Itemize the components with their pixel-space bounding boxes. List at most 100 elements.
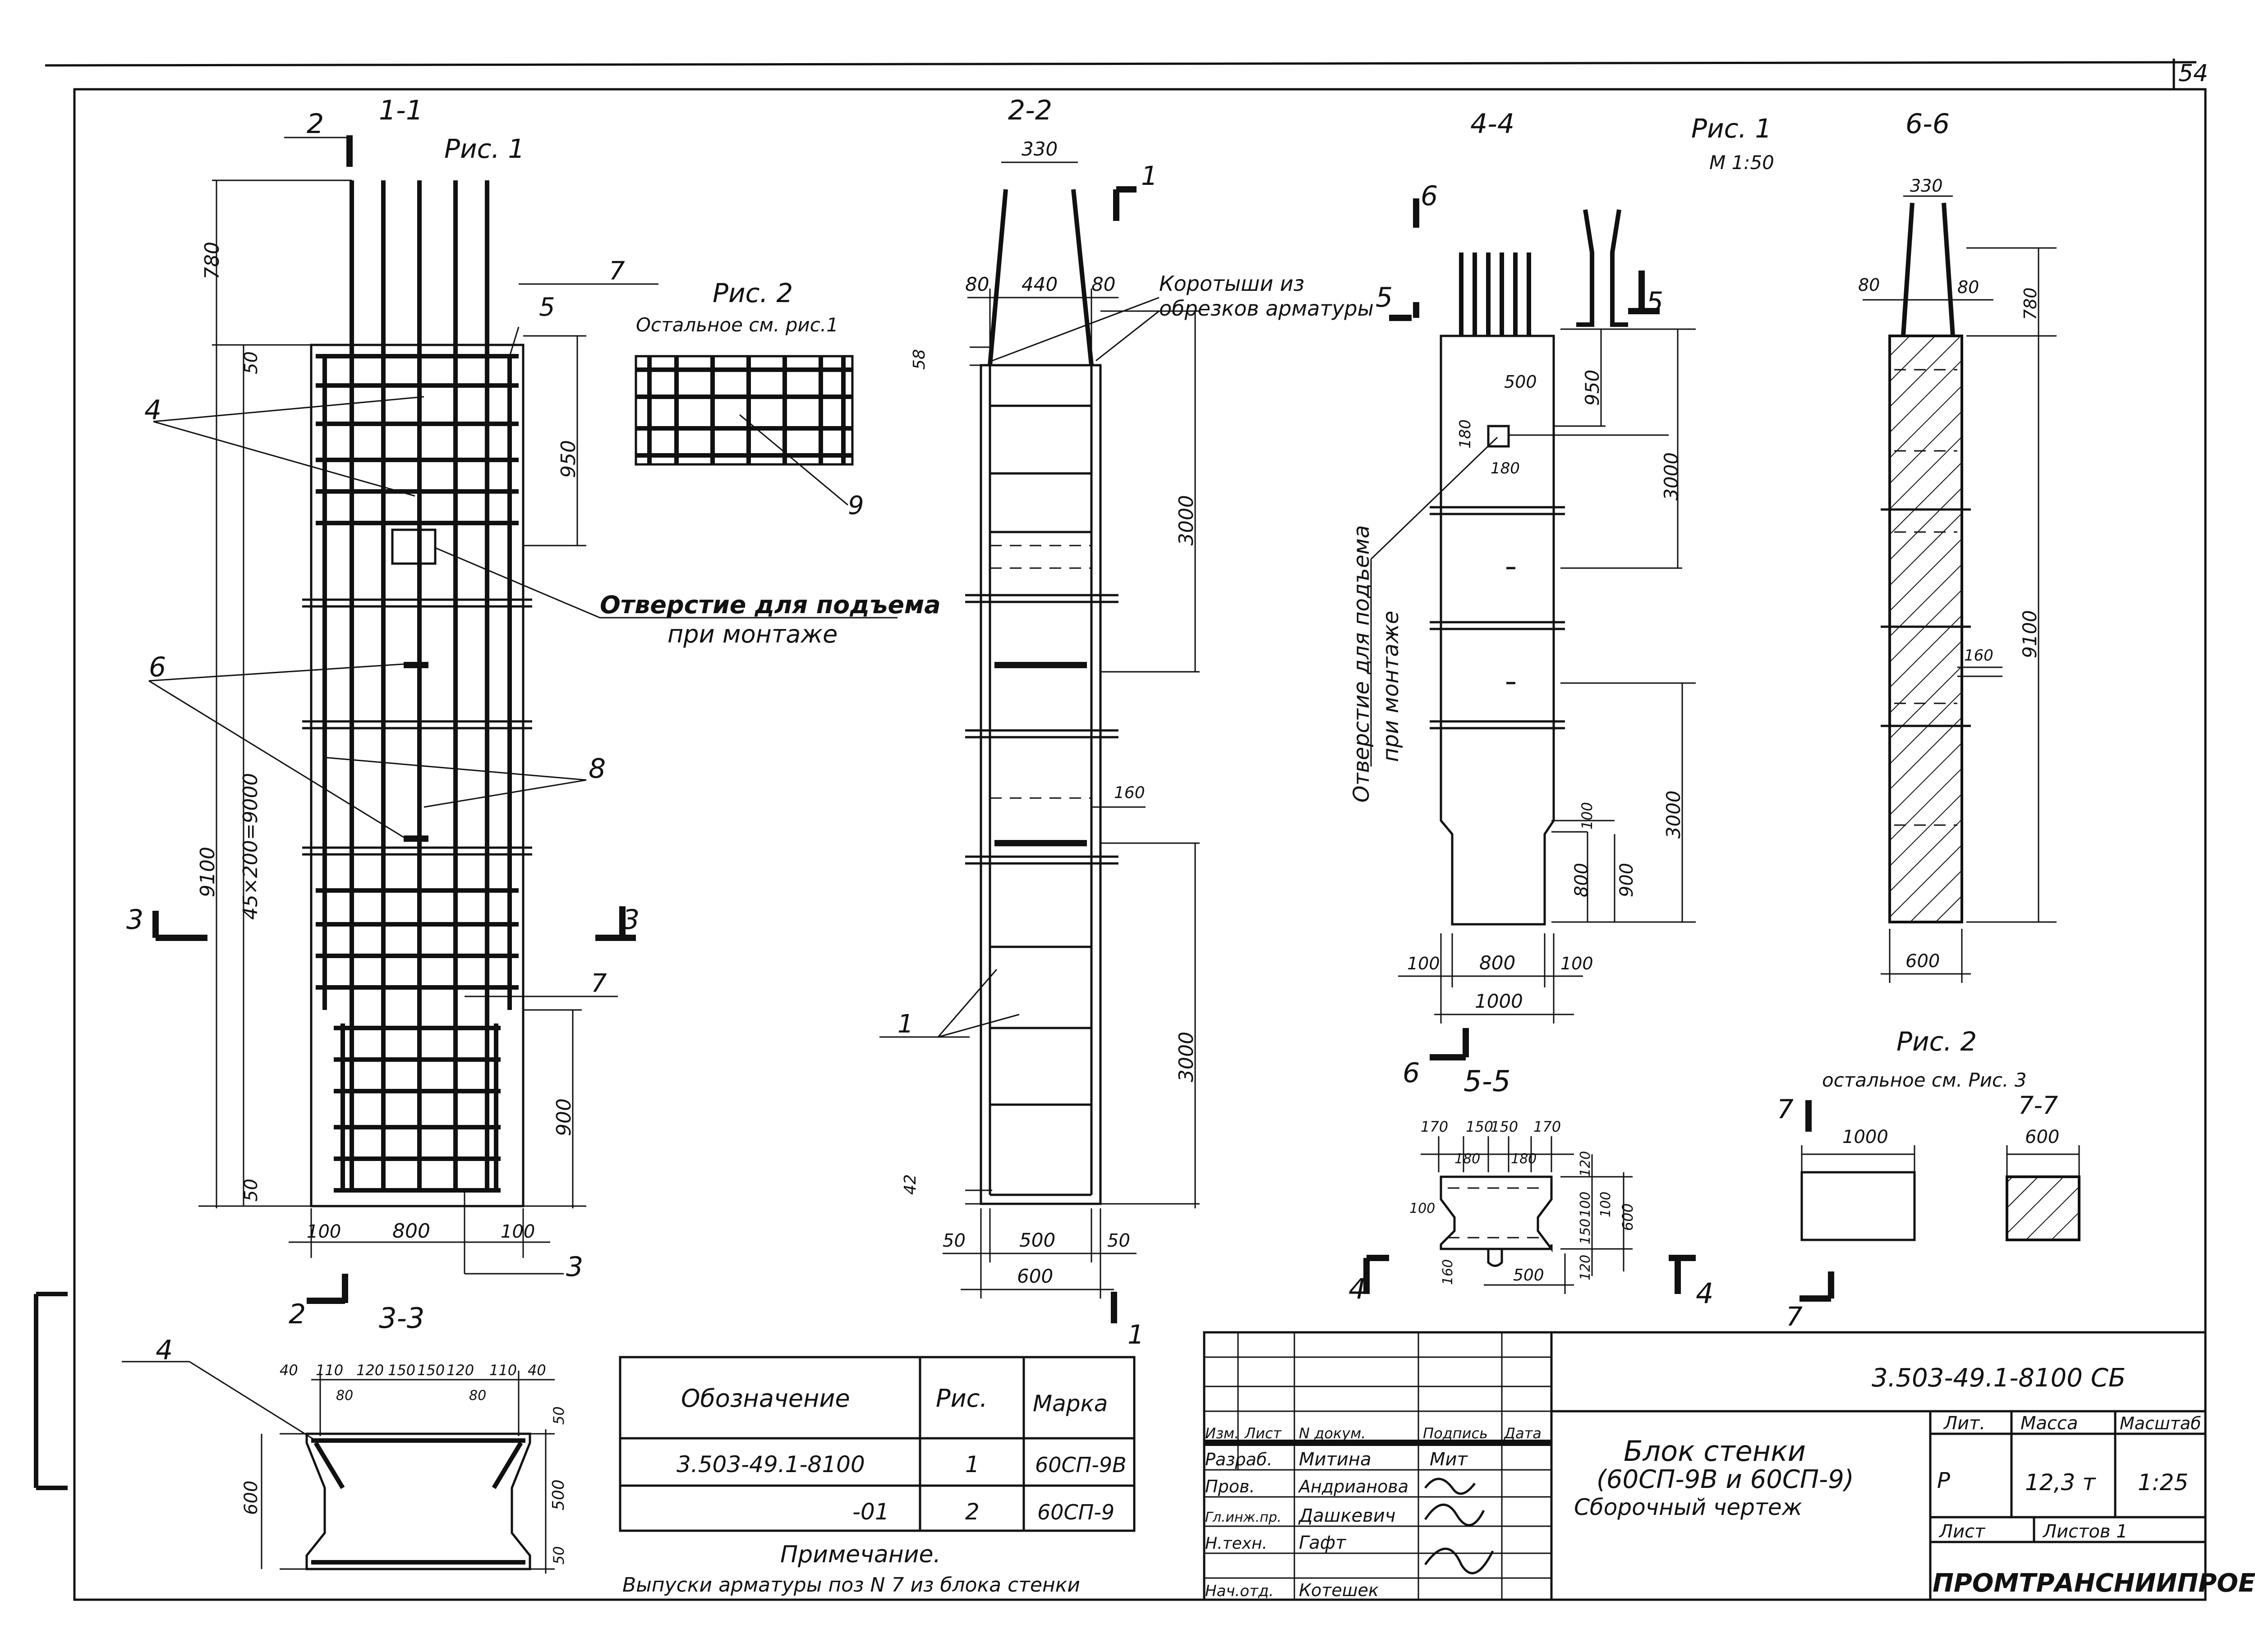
- dim-55-100b: 100: [1598, 1192, 1614, 1217]
- dim-50-bottom: 50: [241, 1179, 262, 1202]
- signatures: [1424, 1478, 1494, 1574]
- tb-role-5: Нач.отд.: [1205, 1582, 1274, 1600]
- dim-45x200: 45×200=9000: [239, 773, 262, 920]
- callout-lift-hole-2: при монтаже: [667, 620, 838, 648]
- tb-sign-1: Мит: [1430, 1449, 1468, 1470]
- dim-55-170b: 170: [1533, 1118, 1561, 1135]
- dim-66-80l: 80: [1858, 275, 1880, 295]
- spec-row-1-mark: 60СП-9В: [1035, 1453, 1127, 1477]
- tb-mass-head: Масса: [2020, 1413, 2078, 1434]
- spec-row-2-designation: -01: [852, 1499, 889, 1525]
- tb-name-4: Гафт: [1299, 1533, 1347, 1553]
- dim-33-40b: 40: [528, 1362, 546, 1379]
- section-label-6-6: 6-6: [1905, 108, 1950, 140]
- tb-scale-head: Масштаб: [2120, 1413, 2201, 1433]
- dim-66-780: 780: [2020, 287, 2040, 320]
- spec-table: [619, 1356, 1136, 1532]
- pos-4-33: 4: [156, 1335, 173, 1366]
- tb-col-doc: N докум.: [1299, 1425, 1366, 1442]
- dim-55-120b: 120: [1578, 1255, 1593, 1280]
- dim-44-500: 500: [1504, 372, 1537, 392]
- title-line-2: (60СП-9В и 60СП-9): [1597, 1465, 1854, 1494]
- dim-66-600: 600: [1905, 951, 1940, 972]
- figure-label-ris2-b: Рис. 2: [1896, 1026, 1977, 1057]
- dim-160: 160: [1114, 784, 1145, 802]
- ris2-b-note: остальное см. Рис. 3: [1822, 1069, 2027, 1091]
- tb-lit: Р: [1937, 1468, 1950, 1493]
- dim-55-160: 160: [1440, 1259, 1456, 1285]
- callout-shorts: Коротыши из: [1159, 271, 1304, 296]
- dim-55-100a: 100: [1578, 1192, 1593, 1217]
- dim-42: 42: [901, 1174, 920, 1195]
- dim-55-100l: 100: [1409, 1201, 1435, 1216]
- pos-1: 1: [897, 1010, 914, 1039]
- dim-33-600: 600: [241, 1481, 262, 1515]
- callout-lift-hole: Отверстие для подъема: [600, 591, 941, 619]
- spec-header-mark: Марка: [1033, 1390, 1108, 1417]
- dim-66-330: 330: [1910, 176, 1943, 196]
- dim-50-l: 50: [943, 1230, 966, 1251]
- figure-scale: М 1:50: [1709, 151, 1774, 174]
- tb-col-izm: Изм.: [1205, 1425, 1239, 1442]
- title-block: [1203, 1331, 2207, 1601]
- dim-66-80r: 80: [1957, 277, 1979, 297]
- dim-3000-top: 3000: [1175, 495, 1198, 546]
- spec-row-2-fig: 2: [965, 1499, 980, 1525]
- dim-77-600: 600: [2025, 1127, 2059, 1147]
- dim-33-150b: 150: [417, 1362, 445, 1379]
- dim-55-150a: 150: [1466, 1118, 1493, 1135]
- dim-900: 900: [552, 1098, 575, 1136]
- tb-scale: 1:25: [2138, 1469, 2188, 1496]
- section-label-1-1: 1-1: [379, 95, 423, 126]
- dim-55-120a: 120: [1578, 1151, 1593, 1177]
- section-label-2-2: 2-2: [1008, 95, 1052, 126]
- pos-5: 5: [539, 293, 555, 322]
- cut-mark-1-bottom: 1: [1128, 1319, 1144, 1350]
- title-line-3: Сборочный чертеж: [1574, 1494, 1802, 1520]
- dim-9100: 9100: [196, 847, 219, 897]
- tb-col-sign: Подпись: [1423, 1425, 1488, 1442]
- dim-66-160: 160: [1964, 647, 1993, 665]
- dim-33-80b: 80: [469, 1388, 486, 1404]
- section-label-3-3: 3-3: [379, 1302, 424, 1335]
- dim-600: 600: [1017, 1265, 1053, 1287]
- spec-header-fig: Рис.: [936, 1384, 988, 1413]
- cut-mark-7-top: 7: [1777, 1094, 1794, 1124]
- callout-lift-hole-vertical-2: при монтаже: [1378, 611, 1404, 762]
- cut-mark-2-bottom: 2: [289, 1299, 306, 1330]
- section-label-4-4: 4-4: [1470, 108, 1514, 140]
- dim-100-left: 100: [307, 1221, 341, 1242]
- cut-mark-2-top: 2: [307, 108, 324, 140]
- tb-role-3: Гл.инж.пр.: [1205, 1510, 1281, 1525]
- dim-55-170a: 170: [1421, 1118, 1448, 1135]
- cut-mark-6-bottom: 6: [1403, 1057, 1420, 1089]
- cut-mark-5-left: 5: [1376, 282, 1393, 313]
- dim-33-110a: 110: [316, 1362, 343, 1379]
- sheet-frame: [34, 59, 2207, 1601]
- dim-58: 58: [910, 349, 929, 370]
- dim-55-180a: 180: [1454, 1151, 1480, 1167]
- dim-33-50a: 50: [550, 1406, 567, 1425]
- dim-44-800v: 800: [1571, 863, 1592, 897]
- tb-name-2: Андрианова: [1298, 1477, 1408, 1496]
- dim-44-1000: 1000: [1475, 990, 1523, 1012]
- cut-mark-5-right: 5: [1646, 286, 1663, 318]
- dim-33-150a: 150: [388, 1362, 415, 1379]
- dim-80-right: 80: [1091, 273, 1115, 295]
- cut-mark-1-top: 1: [1141, 161, 1158, 191]
- section-label-7-7: 7-7: [2018, 1091, 2058, 1120]
- dim-44-100r: 100: [1560, 954, 1593, 973]
- cut-mark-6-top: 6: [1421, 180, 1438, 212]
- pos-6: 6: [149, 652, 166, 683]
- section-3-3-view: [122, 1361, 555, 1574]
- note-text: Выпуски арматуры поз N 7 из блока стенки: [622, 1574, 1080, 1597]
- dim-44-950: 950: [1581, 370, 1603, 406]
- pos-7-top: 7: [609, 257, 625, 286]
- dim-33-40a: 40: [280, 1362, 298, 1379]
- section-6-6-view: [1576, 195, 2057, 983]
- dim-77-1000: 1000: [1842, 1127, 1888, 1147]
- tb-role-4: Н.техн.: [1205, 1534, 1267, 1553]
- dim-44-3000a: 3000: [1660, 452, 1682, 500]
- dim-440: 440: [1022, 273, 1058, 295]
